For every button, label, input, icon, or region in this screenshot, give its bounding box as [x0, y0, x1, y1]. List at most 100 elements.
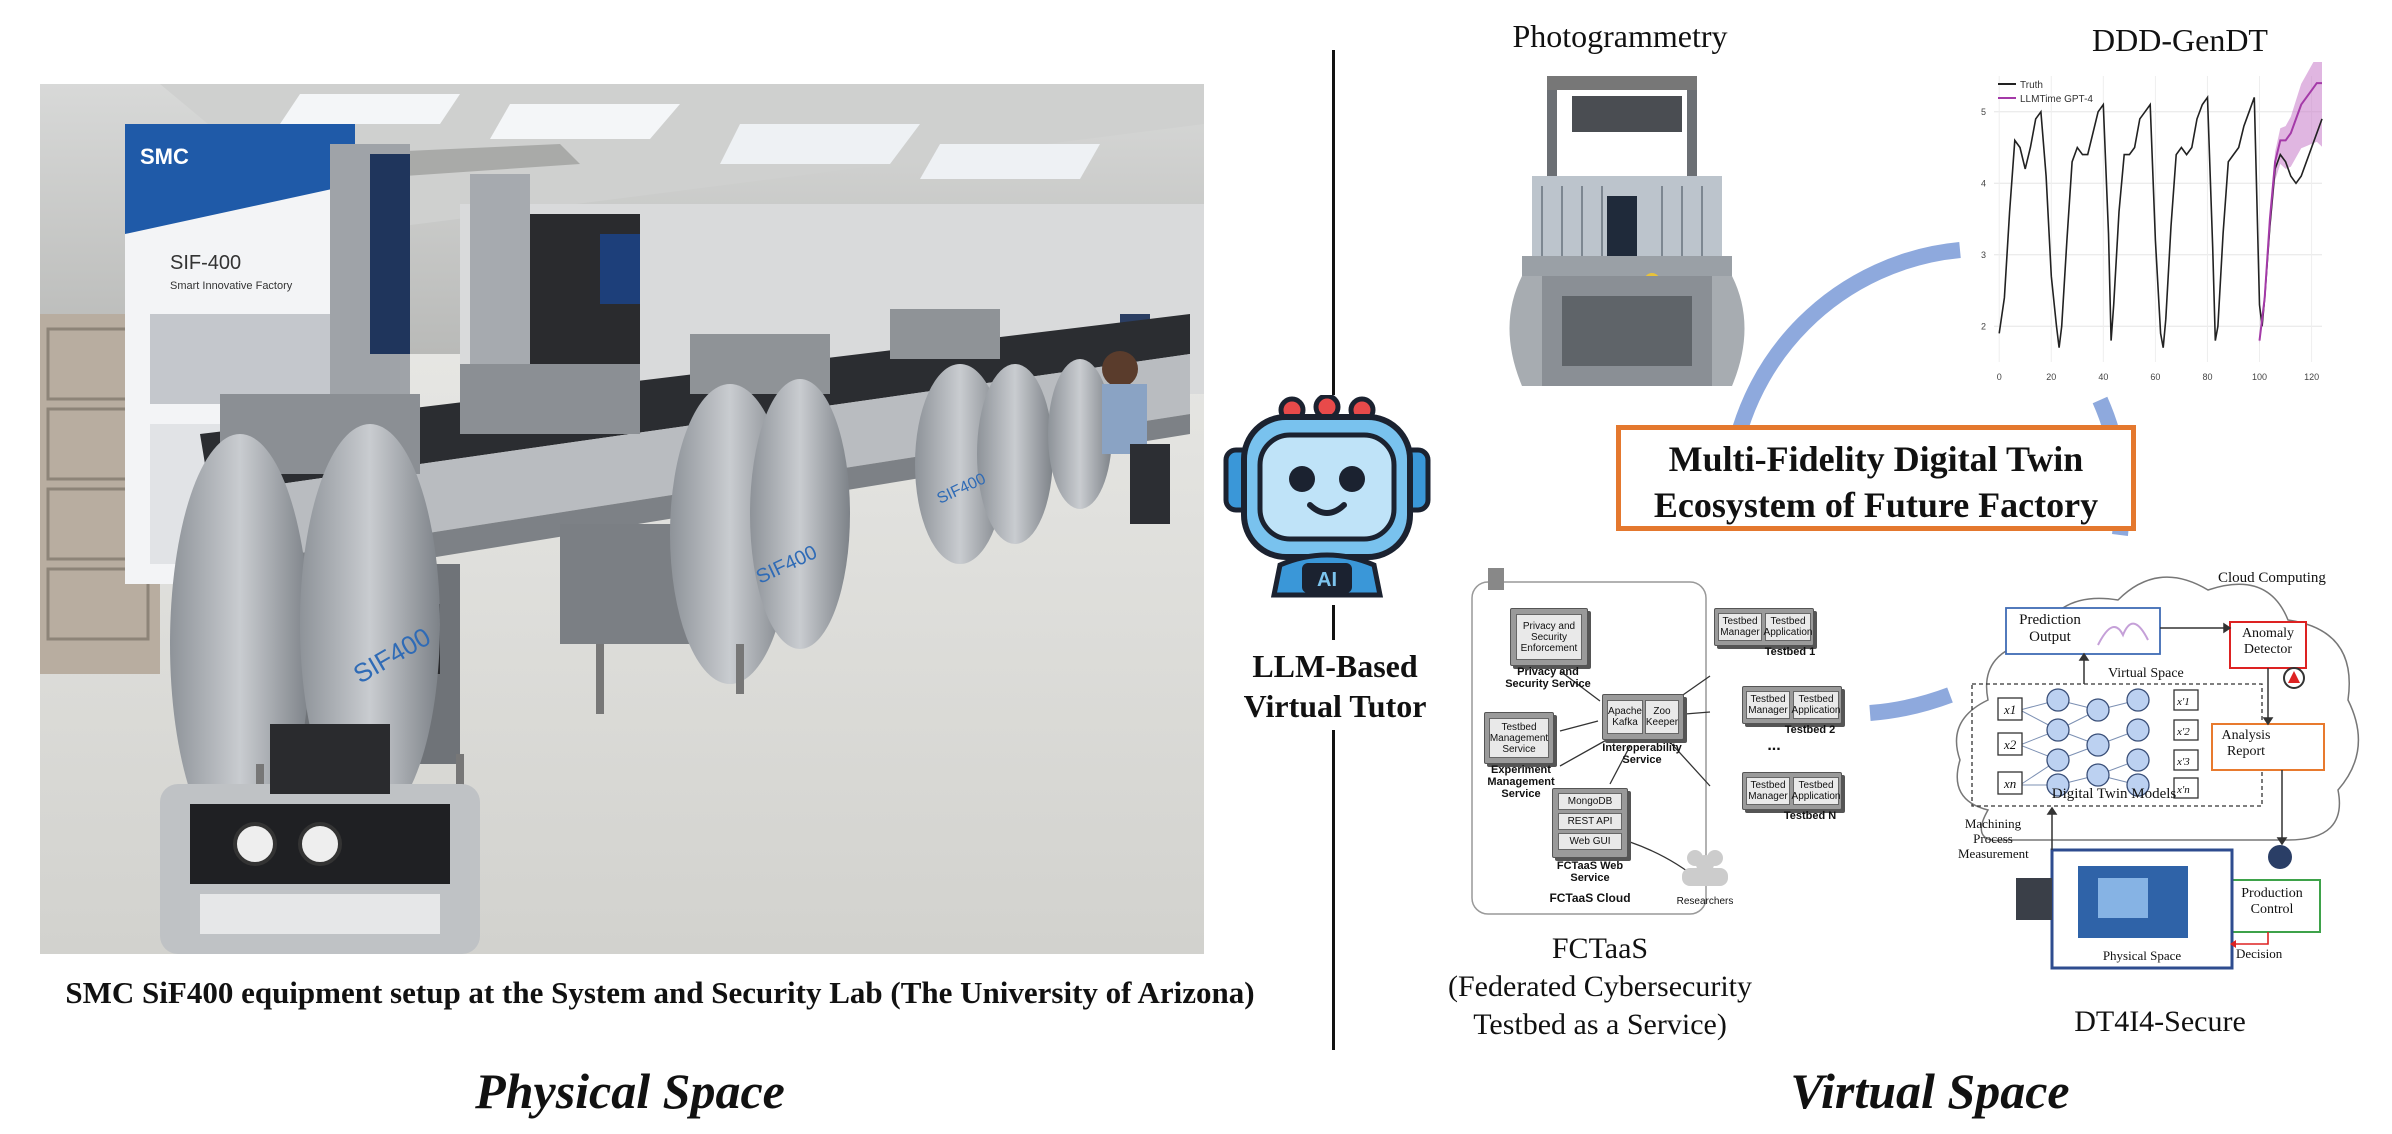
- ring-arc-bottom: [1869, 687, 1953, 721]
- banner-brand: SMC: [140, 144, 189, 169]
- cloud-computing-label: Cloud Computing: [2218, 570, 2326, 586]
- rest-api-label: REST API: [1558, 813, 1622, 830]
- physical-space-label: Physical Space: [475, 1063, 785, 1119]
- decision-label: Decision: [2236, 946, 2283, 961]
- testbed2-application: Testbed Application: [1792, 691, 1840, 719]
- analysis-report-label: Analysis Report: [2221, 728, 2271, 759]
- digital-twin-models-label: Digital Twin Models: [2051, 786, 2177, 802]
- dt4i4-graphics: x1 x2 xn x'1 x'2 x'3 x'n: [1955, 576, 2360, 970]
- testbed2-manager: Testbed Manager: [1746, 691, 1790, 719]
- prediction-output-box: [2005, 607, 2161, 655]
- privacy-service-label: Privacy and Security Service: [1505, 666, 1591, 690]
- researchers-label: Researchers: [1676, 896, 1734, 907]
- kafka-label: Apache Kafka: [1607, 700, 1643, 734]
- interoperability-label: Interoperability Service: [1602, 742, 1682, 766]
- testbed-management-label: Testbed Management Service: [1489, 718, 1549, 758]
- anomaly-detector-label: Anomaly Detector: [2241, 626, 2295, 657]
- input-x2: x2: [2003, 737, 2017, 752]
- x-tick-label: 80: [2202, 372, 2212, 382]
- zookeeper-label: Zoo Keeper: [1645, 700, 1679, 734]
- robot-tutor-icon: AI: [1222, 393, 1432, 605]
- ddd-gendt-title: DDD-GenDT: [2092, 22, 2268, 58]
- testbedN-application: Testbed Application: [1792, 777, 1840, 805]
- testbedN-manager: Testbed Manager: [1746, 777, 1790, 805]
- testbed1-manager: Testbed Manager: [1718, 613, 1762, 641]
- divider-top: [1332, 50, 1335, 395]
- x-tick-label: 20: [2046, 372, 2056, 382]
- banner-title: SIF-400: [170, 252, 241, 274]
- anomaly-detector-box: [2229, 621, 2307, 669]
- testbedN-label: Testbed N: [1783, 810, 1837, 822]
- testbed1-box: Testbed Manager Testbed Application: [1714, 608, 1814, 646]
- fctaas-cloud-label: FCTaaS Cloud: [1549, 891, 1631, 905]
- lab-photo: SMC SIF-400 Smart Innovative Factory SIF…: [40, 84, 1204, 954]
- testbed-management-box: Testbed Management Service: [1484, 712, 1554, 764]
- output-x2: x'2: [2176, 726, 2190, 738]
- ecosystem-title-line1: Multi-Fidelity Digital Twin: [1668, 439, 2084, 479]
- privacy-enforcement-label: Privacy and Security Enforcement: [1516, 614, 1582, 660]
- production-control-label: Production Control: [2241, 886, 2303, 917]
- privacy-service-box: Privacy and Security Enforcement: [1510, 608, 1588, 666]
- virtual-space-label: Virtual Space: [1790, 1063, 2070, 1119]
- web-service-box: MongoDB REST API Web GUI: [1552, 788, 1628, 858]
- fctaas-title-line1: FCTaaS: [1551, 932, 1649, 965]
- x-tick-label: 0: [1997, 372, 2002, 382]
- divider-bottom: [1332, 730, 1335, 1050]
- web-service-label: FCTaaS Web Service: [1556, 860, 1624, 884]
- fctaas-title-line2: (Federated Cybersecurity: [1447, 970, 1753, 1003]
- ddd-gendt-chart: 2 3 4 5 0 20 40 60 80 100 120 Truth LLMTime GPT-4: [1981, 62, 2326, 382]
- mongodb-label: MongoDB: [1558, 793, 1622, 810]
- testbed1-application: Testbed Application: [1764, 613, 1812, 641]
- legend-label-truth: Truth: [2020, 80, 2043, 91]
- y-tick-label: 3: [1981, 250, 1986, 260]
- y-tick-label: 4: [1981, 178, 1986, 188]
- robot-ai-badge: AI: [1317, 569, 1337, 591]
- tutor-label-line2: Virtual Tutor: [1243, 688, 1427, 724]
- series-line-llmtime: [2258, 82, 2322, 341]
- legend-label-llmtime: LLMTime GPT-4: [2020, 94, 2093, 105]
- output-x1: x'1: [2176, 696, 2190, 708]
- testbed2-box: Testbed Manager Testbed Application: [1742, 686, 1842, 724]
- machining-measurement-label: Machining Process Measurement: [1958, 816, 2029, 861]
- production-control-box: [2223, 879, 2321, 933]
- banner-subtitle: Smart Innovative Factory: [170, 280, 293, 292]
- x-tick-label: 40: [2098, 372, 2108, 382]
- photogrammetry-model: [1502, 66, 1752, 396]
- y-tick-label: 5: [1981, 107, 1986, 117]
- web-gui-label: Web GUI: [1558, 833, 1622, 850]
- x-tick-label: 120: [2304, 372, 2319, 382]
- interoperability-box: Apache Kafka Zoo Keeper: [1602, 694, 1684, 740]
- y-tick-label: 2: [1981, 321, 1986, 331]
- input-xn: xn: [2003, 776, 2016, 791]
- testbed-ellipsis: ...: [1767, 737, 1781, 754]
- analysis-report-box: [2211, 723, 2325, 771]
- lab-photo-illustration: SMC SIF-400 Smart Innovative Factory SIF…: [40, 84, 1204, 954]
- fctaas-title: FCTaaS (Federated Cybersecurity Testbed …: [1400, 930, 1800, 1044]
- dt4i4-title: DT4I4-Secure: [2074, 1005, 2246, 1038]
- photogrammetry-title: Photogrammetry: [1512, 18, 1728, 54]
- divider-middle: [1332, 605, 1335, 640]
- ecosystem-title-box: Multi-Fidelity Digital Twin Ecosystem of…: [1616, 425, 2136, 531]
- testbedN-box: Testbed Manager Testbed Application: [1742, 772, 1842, 810]
- x-tick-label: 60: [2150, 372, 2160, 382]
- ecosystem-title-line2: Ecosystem of Future Factory: [1653, 485, 2099, 525]
- dt4i4-diagram: x1 x2 xn x'1 x'2 x'3 x'n Cloud Computin: [1948, 560, 2368, 975]
- server-icon: [1488, 568, 1504, 590]
- photo-caption: SMC SiF400 equipment setup at the System…: [65, 975, 1255, 1010]
- x-tick-label: 100: [2252, 372, 2267, 382]
- experiment-management-label: Experiment Management Service: [1487, 764, 1555, 800]
- virtual-space-inner-label: Virtual Space: [2108, 666, 2184, 681]
- measurement-icon: [2016, 878, 2052, 920]
- prediction-uncertainty-band: [2259, 62, 2322, 345]
- output-xn: x'n: [2176, 784, 2190, 796]
- tutor-label: LLM-Based Virtual Tutor: [1200, 646, 1470, 726]
- output-x3: x'3: [2176, 756, 2190, 768]
- physical-space-inner-label: Physical Space: [2102, 948, 2182, 963]
- fctaas-diagram: Privacy and Security Enforcement Privacy…: [1470, 566, 1850, 926]
- tutor-label-line1: LLM-Based: [1252, 648, 1418, 684]
- operator-icon: [2268, 845, 2292, 869]
- prediction-output-label: Prediction Output: [2019, 612, 2081, 645]
- testbed1-label: Testbed 1: [1764, 646, 1816, 658]
- input-x1: x1: [2003, 702, 2016, 717]
- fctaas-title-line3: Testbed as a Service): [1473, 1008, 1727, 1041]
